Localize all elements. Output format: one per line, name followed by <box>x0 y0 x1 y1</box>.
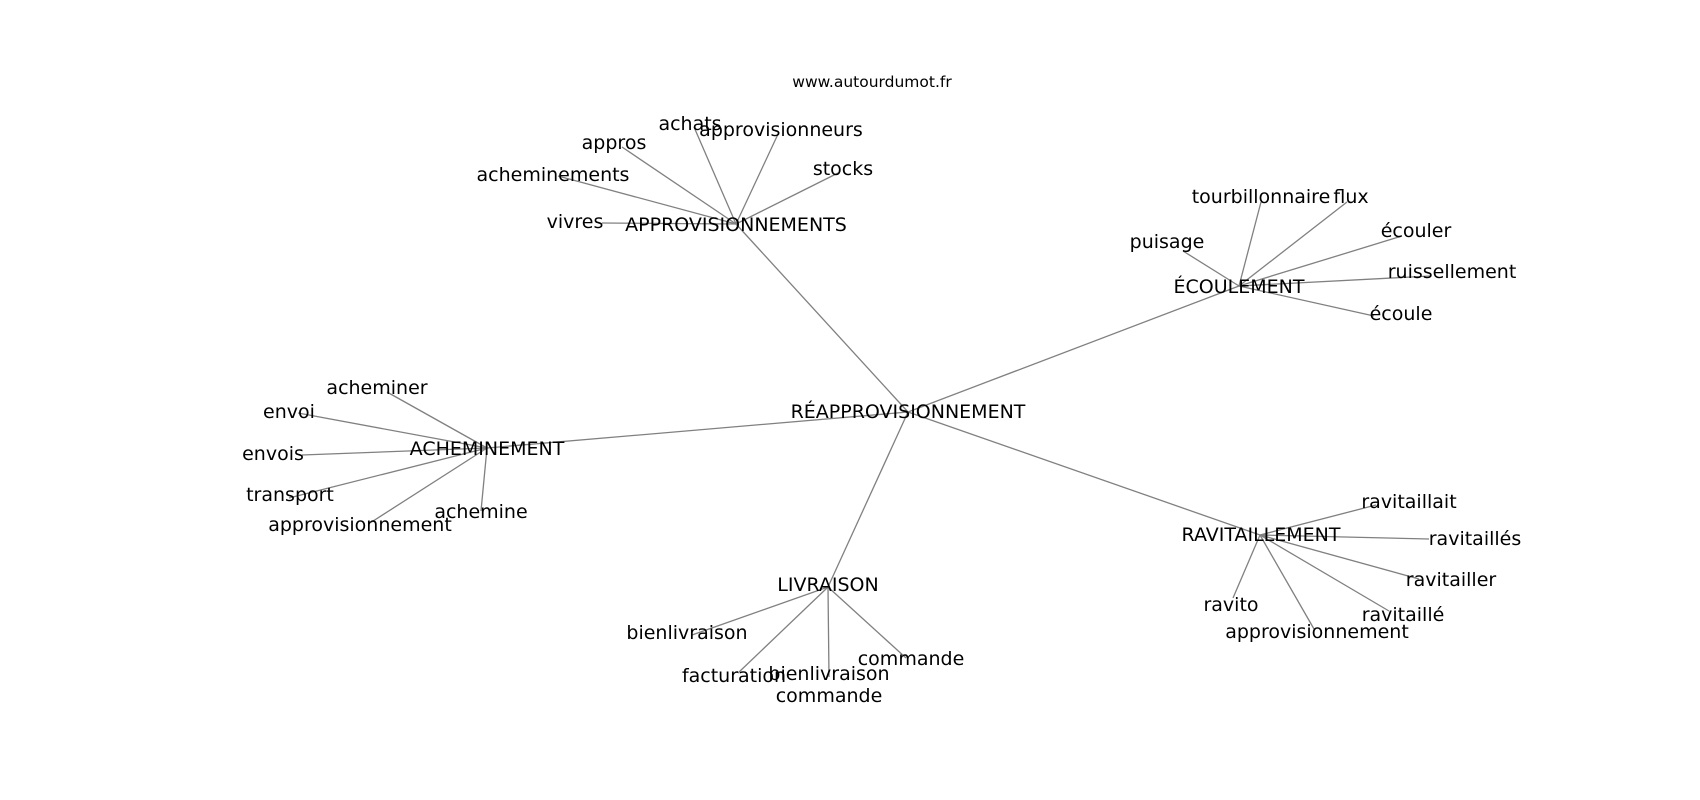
node-leaf-livraison-3: commande <box>858 648 965 670</box>
node-hub-livraison: LIVRAISON <box>777 574 878 596</box>
node-center-reapprovisionnement: RÉAPPROVISIONNEMENT <box>791 400 1026 423</box>
node-leaf-ecoulement-0: tourbillonnaire <box>1192 186 1331 208</box>
edge-ravitaillement-leaf-4 <box>1259 534 1390 612</box>
node-leaf-acheminement-1: envoi <box>263 401 315 423</box>
node-leaf-approvisionnements-1: approvisionneurs <box>699 119 863 141</box>
node-leaf-ecoulement-5: écoule <box>1370 303 1433 325</box>
node-hub-acheminement: ACHEMINEMENT <box>410 438 565 460</box>
edge-acheminement-leaf-1 <box>297 412 488 449</box>
node-leaf-approvisionnements-0: achats <box>658 113 721 135</box>
edge-center-acheminement <box>486 411 909 449</box>
node-leaf-approvisionnements-3: stocks <box>813 158 873 180</box>
node-leaf-ecoulement-2: puisage <box>1130 231 1205 253</box>
edge-ecoulement-leaf-1 <box>1238 201 1348 287</box>
edge-livraison-leaf-0 <box>691 586 829 636</box>
node-leaf-acheminement-4: approvisionnement <box>268 514 452 536</box>
edge-approvisionnements-leaf-0 <box>693 126 737 225</box>
graph-nodes: RÉAPPROVISIONNEMENT APPROVISIONNEMENTS ach… <box>242 113 1521 707</box>
node-leaf-livraison-1: facturation <box>682 665 786 687</box>
node-leaf-ravitaillement-0: ravitaillait <box>1361 491 1456 513</box>
node-leaf-ecoulement-1: flux <box>1333 186 1368 208</box>
edge-approvisionnements-leaf-4 <box>557 175 737 225</box>
node-leaf-ravitaillement-2: ravitailler <box>1406 569 1497 591</box>
node-leaf-acheminement-5: achemine <box>434 501 527 523</box>
edge-acheminement-leaf-0 <box>386 391 488 449</box>
node-hub-ecoulement: ÉCOULEMENT <box>1174 275 1305 298</box>
node-hub-ravitaillement: RAVITAILLEMENT <box>1182 524 1341 546</box>
node-hub-approvisionnements: APPROVISIONNEMENTS <box>625 214 847 236</box>
node-leaf-ravitaillement-3: ravito <box>1203 594 1258 616</box>
edge-ecoulement-leaf-4 <box>1238 275 1431 287</box>
edge-livraison-leaf-2 <box>827 586 830 678</box>
edge-acheminement-leaf-2 <box>301 447 488 456</box>
edge-center-ravitaillement <box>907 411 1261 536</box>
node-leaf-acheminement-2: envois <box>242 443 304 465</box>
edge-acheminement-leaf-4 <box>369 447 488 524</box>
edge-acheminement-leaf-5 <box>480 447 488 512</box>
edge-ecoulement-leaf-0 <box>1238 201 1262 287</box>
edge-livraison-leaf-1 <box>737 586 829 674</box>
edge-ravitaillement-leaf-3 <box>1232 534 1261 599</box>
edge-center-livraison <box>827 411 909 588</box>
edge-acheminement-leaf-3 <box>288 447 488 499</box>
node-leaf-ravitaillement-5: approvisionnement <box>1225 621 1409 643</box>
site-credit: www.autourdumot.fr <box>792 73 952 91</box>
edge-ravitaillement-leaf-5 <box>1259 534 1315 630</box>
edge-ravitaillement-leaf-0 <box>1259 504 1377 536</box>
node-leaf-ravitaillement-1: ravitaillés <box>1429 528 1522 550</box>
graph-edges <box>288 126 1431 678</box>
node-leaf-livraison-0: bienlivraison <box>626 622 747 644</box>
node-leaf-approvisionnements-5: vivres <box>547 211 604 233</box>
edge-ecoulement-leaf-2 <box>1182 250 1240 287</box>
edge-livraison-leaf-3 <box>827 586 907 659</box>
node-leaf-approvisionnements-2: appros <box>582 132 647 154</box>
edge-approvisionnements-leaf-2 <box>621 146 737 225</box>
edge-approvisionnements-leaf-1 <box>735 131 780 225</box>
edge-ecoulement-leaf-5 <box>1238 285 1375 317</box>
edge-approvisionnements-leaf-3 <box>735 172 839 225</box>
node-leaf-acheminement-0: acheminer <box>326 377 427 399</box>
edge-ecoulement-leaf-3 <box>1238 235 1403 287</box>
node-leaf-approvisionnements-4: acheminements <box>477 164 630 186</box>
node-leaf-acheminement-3: transport <box>246 484 334 506</box>
edge-ravitaillement-leaf-1 <box>1259 534 1430 540</box>
edge-approvisionnements-leaf-5 <box>601 222 737 225</box>
edge-center-approvisionnements <box>735 223 909 413</box>
node-leaf-ecoulement-4: ruissellement <box>1388 261 1517 283</box>
edge-center-ecoulement <box>907 285 1240 413</box>
node-leaf-ecoulement-3: écouler <box>1381 220 1452 242</box>
edge-ravitaillement-leaf-2 <box>1259 534 1420 580</box>
node-leaf-ravitaillement-4: ravitaillé <box>1362 604 1445 626</box>
